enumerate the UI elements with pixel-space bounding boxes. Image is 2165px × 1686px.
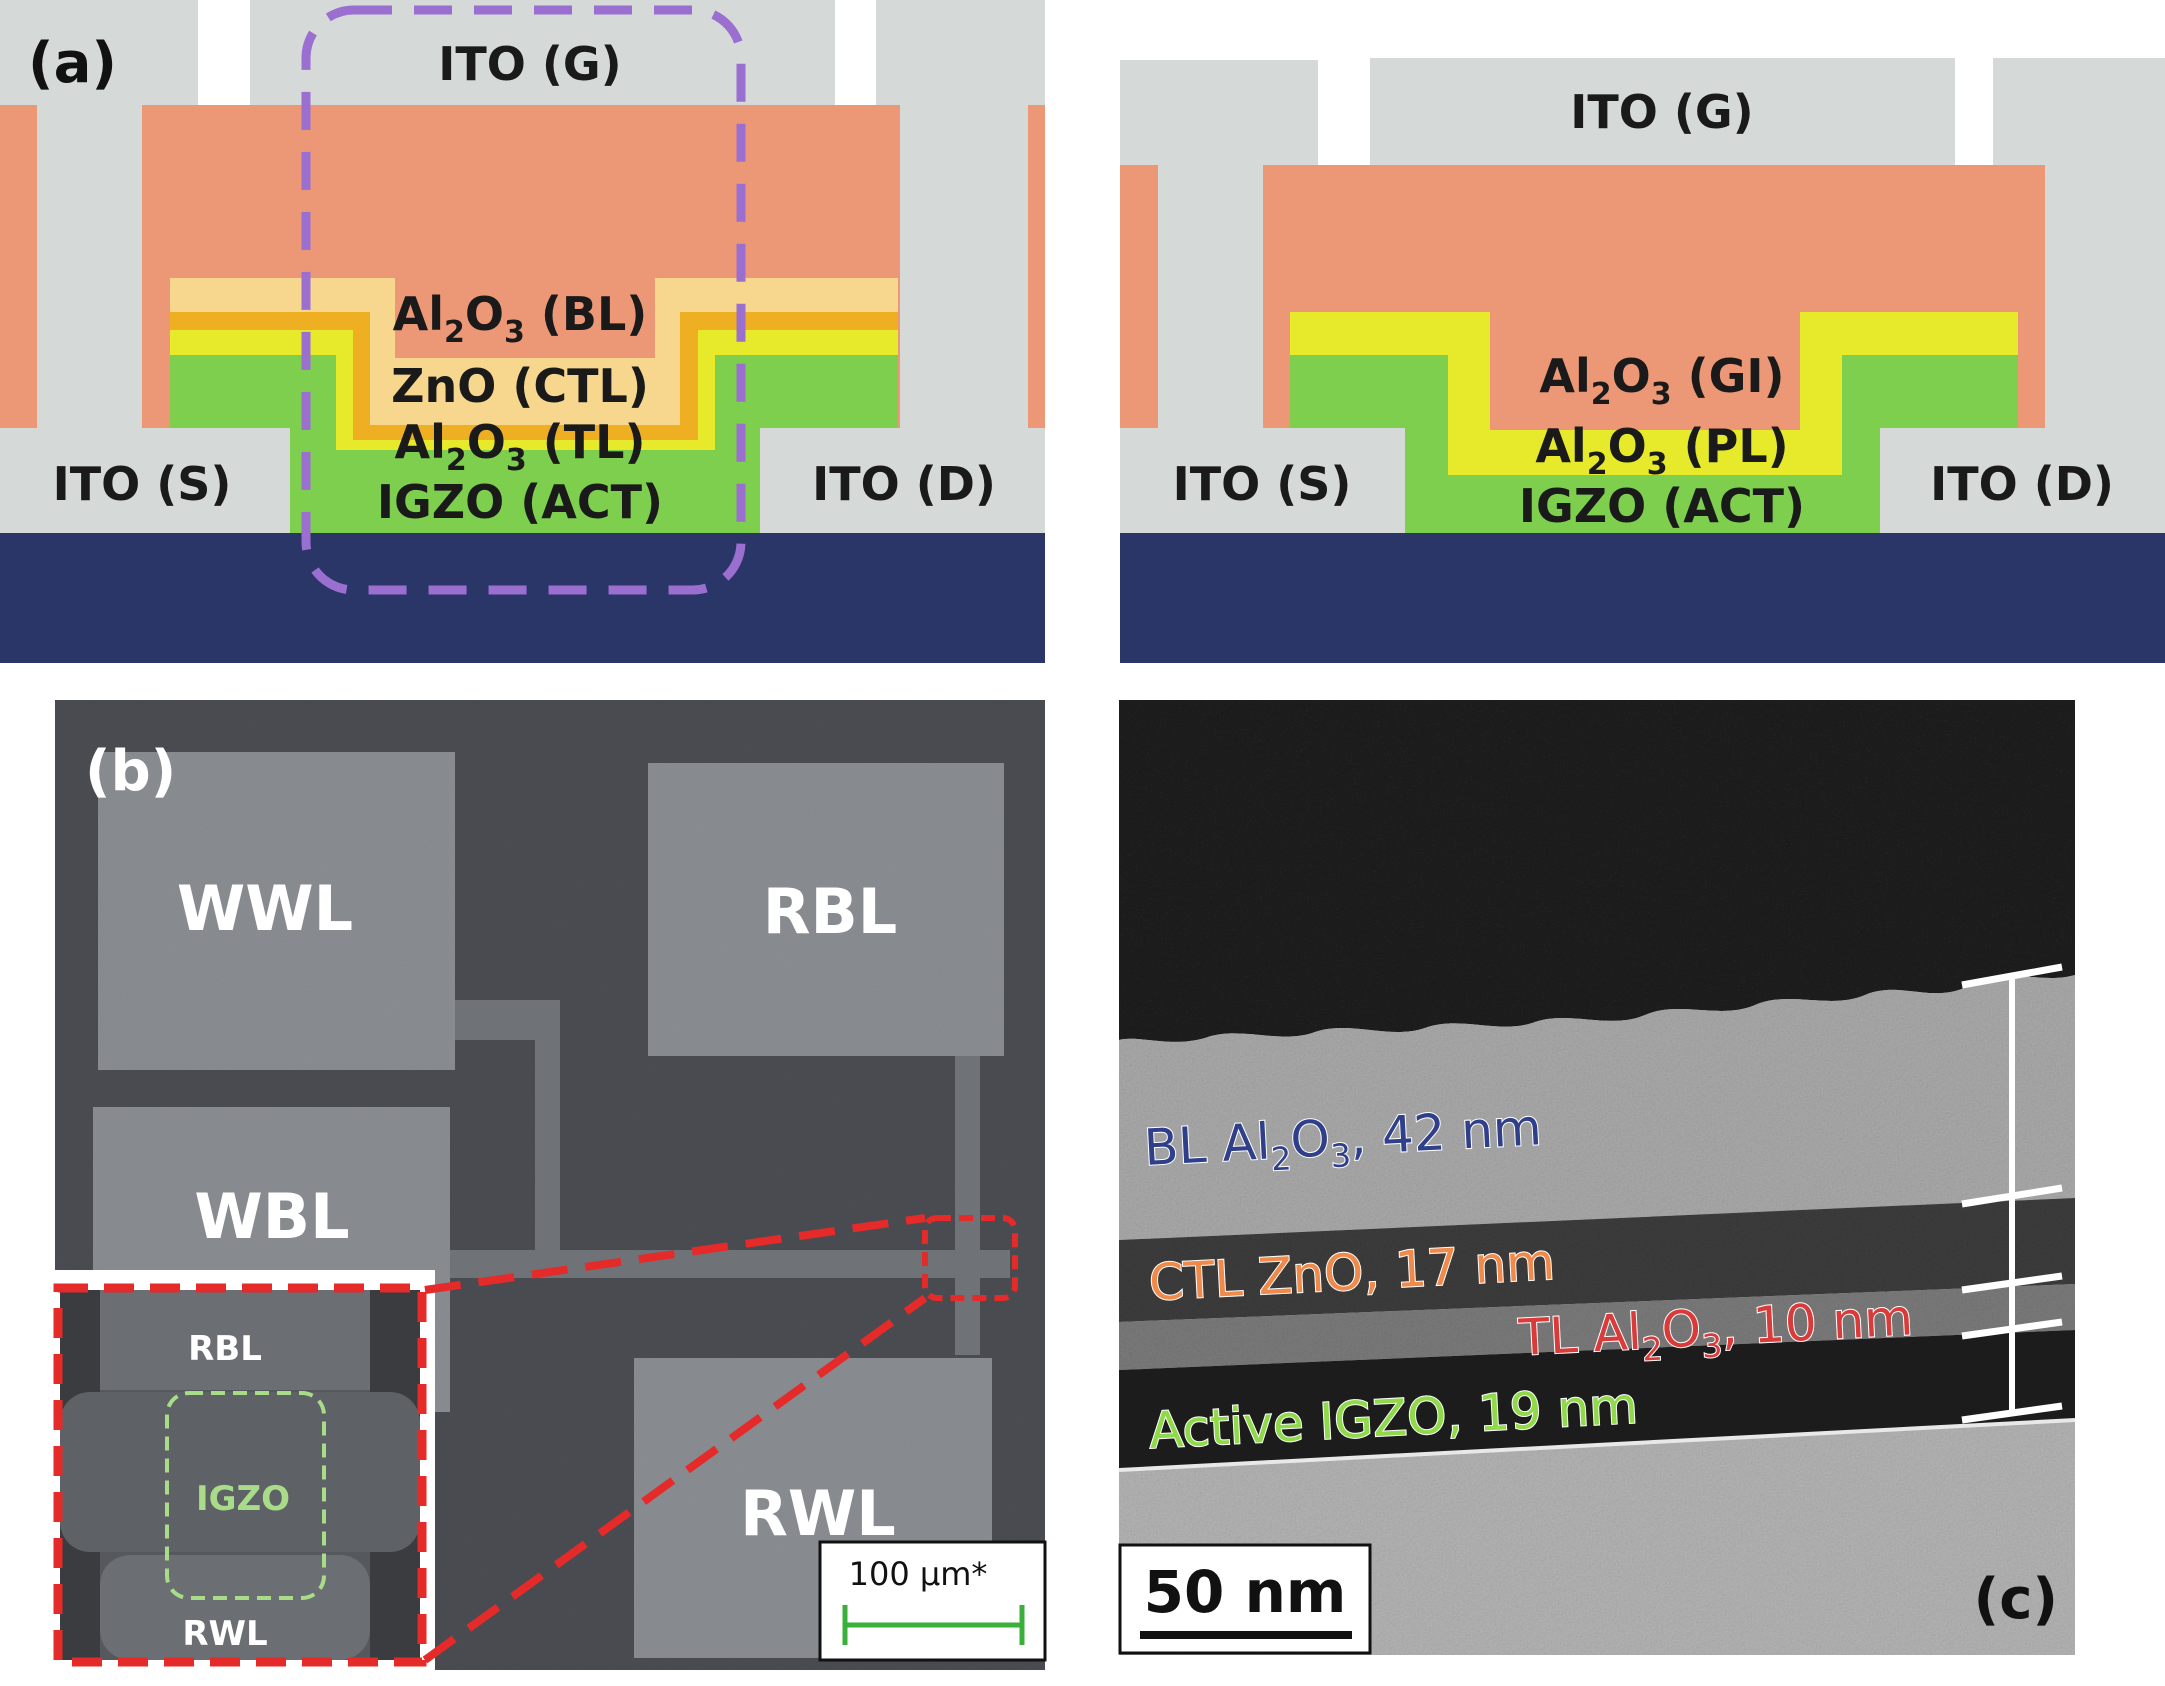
ito-pillar-left-3: [876, 0, 1045, 105]
left-bl-label: Al2O3 (BL): [393, 287, 648, 350]
panel-a-right-stack: [1120, 58, 2165, 663]
ito-pillar-left-1: [0, 0, 198, 105]
ito-pillar-right-2: [1158, 165, 1263, 428]
tem-label-bl: BL Al2O3, 42 nm: [1143, 1098, 1544, 1185]
panel-b-sem-image: [55, 700, 1045, 1670]
pad-label-rbl: RBL: [763, 875, 898, 948]
zoom-line-top: [424, 1214, 926, 1294]
zoom-line-bottom: [422, 1294, 928, 1664]
left-source-label: ITO (S): [53, 457, 232, 511]
panel-a-label: (a): [28, 31, 117, 96]
panel-c-tem-image: [1119, 700, 2075, 1655]
inset-label-igzo: IGZO: [196, 1479, 290, 1519]
pad-label-rwl: RWL: [740, 1477, 896, 1550]
left-ctl-label: ZnO (CTL): [391, 359, 649, 413]
right-source-label: ITO (S): [1173, 457, 1352, 511]
left-act-label: IGZO (ACT): [377, 475, 663, 529]
ito-drain-left: [760, 428, 1045, 533]
right-pl-label: Al2O3 (PL): [1535, 419, 1788, 482]
tl-layer-left: [170, 312, 898, 440]
ito-gate-right: [1370, 58, 1955, 165]
tem-igzo-region: [1119, 1330, 2075, 1470]
sem-trace: [535, 1000, 560, 1260]
sem-trace: [955, 1055, 980, 1355]
ito-pillar-left-4: [900, 105, 1028, 428]
ito-pillar-right-4: [2045, 165, 2165, 428]
inset-channel: [60, 1392, 420, 1552]
marker-tick: [1961, 963, 2063, 989]
inset-red-frame: [53, 1283, 427, 1667]
marker-tick: [1961, 1184, 2063, 1208]
left-gate-label: ITO (G): [438, 37, 621, 91]
zoom-region-box: [301, 5, 746, 595]
left-drain-label: ITO (D): [812, 457, 996, 511]
substrate-right: [1120, 533, 2165, 663]
left-tl-label: Al2O3 (TL): [395, 415, 646, 478]
ito-source-right: [1120, 428, 1405, 533]
pad-rbl: [648, 763, 1004, 1056]
marker-tick: [1961, 1272, 2063, 1294]
ito-drain-right: [1880, 428, 2165, 533]
inset-label-rbl: RBL: [188, 1329, 262, 1369]
ito-pillar-right-3: [1993, 58, 2165, 165]
thickness-markers: [1961, 963, 2063, 1424]
sem-scale-label: 100 μm*: [849, 1555, 988, 1593]
ito-source-left: [0, 428, 290, 533]
inset-igzo-region: [165, 1391, 326, 1600]
right-drain-label: ITO (D): [1930, 457, 2114, 511]
tem-ctl-region: [1119, 1198, 2075, 1322]
right-gate-label: ITO (G): [1570, 85, 1753, 139]
sem-inset: [53, 1270, 435, 1670]
marker-tick: [1961, 1318, 2063, 1340]
inset-label-rwl: RWL: [182, 1614, 267, 1654]
tem-label-tl: TL Al2O3, 10 nm: [1517, 1288, 1915, 1375]
tem-scale-label: 50 nm: [1144, 1558, 1347, 1626]
tem-gate-region: [1119, 700, 2075, 1042]
inset-rbl-electrode: [100, 1290, 370, 1390]
zoom-target-box: [922, 1215, 1018, 1301]
ito-pillar-right-1: [1120, 60, 1318, 165]
right-act-label: IGZO (ACT): [1519, 479, 1805, 533]
yellow-thin-left: [170, 330, 898, 450]
substrate-left: [0, 533, 1045, 663]
marker-tick: [1961, 1402, 2063, 1424]
tem-bl-region: [1119, 975, 2075, 1240]
panel-a-left-stack: [0, 0, 1045, 663]
panel-b-label: (b): [85, 739, 176, 804]
pad-label-wwl: WWL: [177, 872, 353, 945]
ito-pillar-left-2: [37, 105, 142, 428]
pad-wwl: [98, 752, 455, 1070]
pad-label-wbl: WBL: [194, 1180, 349, 1253]
panel-c-label: (c): [1974, 1567, 2058, 1632]
sem-scale-box: [818, 1540, 1047, 1662]
tem-tl-region: [1119, 1284, 2075, 1370]
right-gi-label: Al2O3 (GI): [1539, 349, 1784, 412]
